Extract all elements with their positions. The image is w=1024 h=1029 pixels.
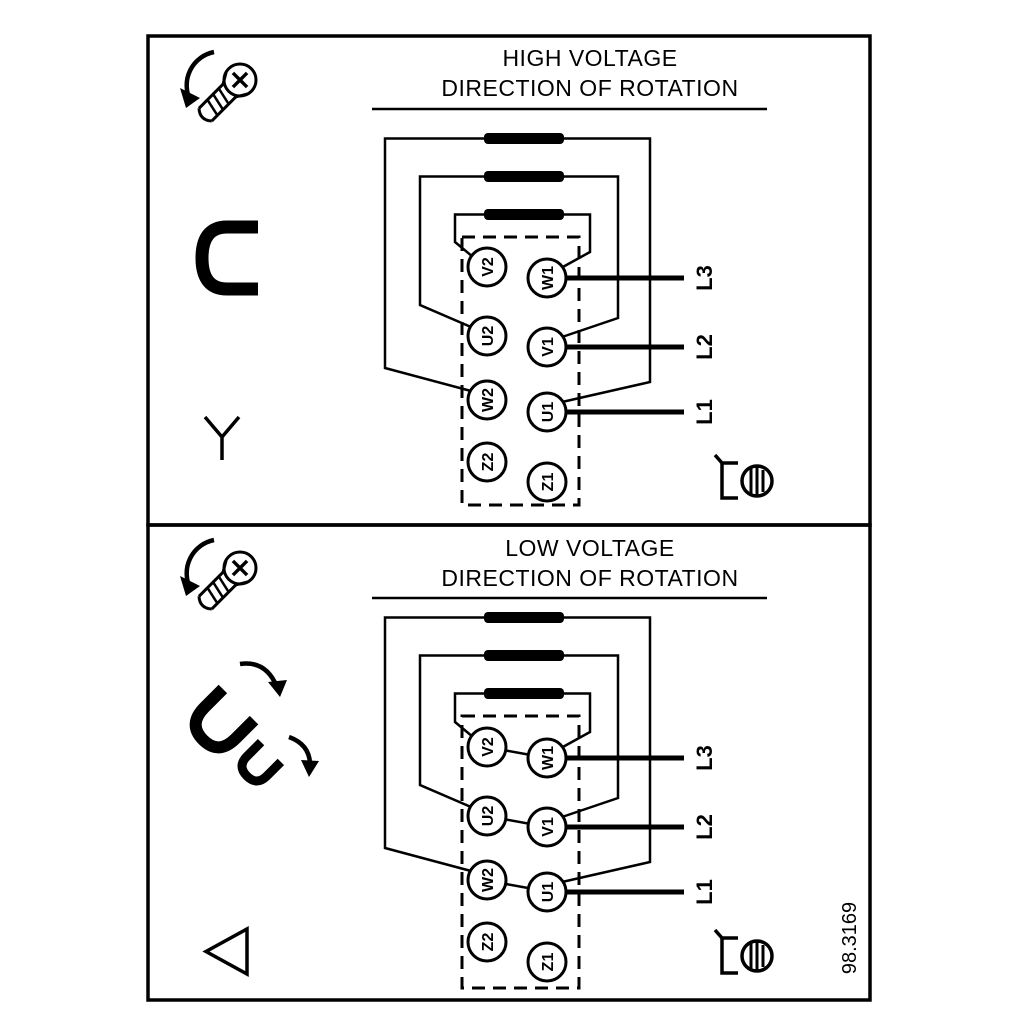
link-bar [484,688,564,699]
link-bar [484,133,564,144]
star-connection-icon [203,415,241,460]
terminal-label: Z1 [540,953,557,972]
arrowhead-icon [268,680,287,697]
link-bar [484,171,564,182]
terminal-label: V2 [480,737,497,757]
terminal-V1: V1 [526,326,568,368]
terminal-W1: W1 [526,737,568,779]
terminal-U1: U1 [526,391,568,433]
delta-links-icon [189,661,319,786]
link-bars [484,612,564,699]
terminal-label: U2 [480,806,497,827]
terminal-link-icon [195,220,258,296]
high-voltage-panel: HIGH VOLTAGE DIRECTION OF ROTATION [146,34,872,527]
terminal-U1: U1 [526,871,568,913]
terminal-U2: U2 [466,795,508,837]
panel-subtitle: DIRECTION OF ROTATION [441,565,738,591]
terminal-Z1: Z1 [526,461,568,503]
supply-label-L2: L2 [692,814,717,840]
arrowhead-icon [301,760,319,777]
terminal-label: W2 [480,388,497,412]
panel-title: LOW VOLTAGE [505,535,675,561]
terminal-block-outline [460,235,581,507]
terminal-label: U2 [480,326,497,347]
supply-label-L1: L1 [692,879,717,905]
terminal-Z1: Z1 [526,941,568,983]
supply-label-L3: L3 [692,745,717,771]
supply-label-L1: L1 [692,399,717,425]
terminal-label: W1 [540,266,557,290]
terminal-label: U1 [540,402,557,423]
arrowhead-icon [180,88,200,108]
terminal-label: U1 [540,882,557,903]
terminal-label: Z2 [480,933,497,952]
terminal-V1: V1 [526,806,568,848]
terminal-V2: V2 [466,726,508,768]
supply-label-L3: L3 [692,265,717,291]
ground-terminal-icon [713,928,774,975]
supply-label-L2: L2 [692,334,717,360]
terminal-label: Z1 [540,473,557,492]
terminal-W1: W1 [526,257,568,299]
terminal-Z2: Z2 [466,441,508,483]
arrowhead-icon [180,576,200,596]
terminal-U2: U2 [466,315,508,357]
terminal-label: V1 [540,817,557,837]
terminal-label: V2 [480,257,497,277]
bridge-wires [383,137,652,404]
terminal-label: W1 [540,746,557,770]
panel-subtitle: DIRECTION OF ROTATION [441,75,738,101]
delta-connection-icon [202,926,249,977]
panel-frame [146,523,872,1002]
link-bar [484,209,564,220]
terminal-V2: V2 [466,246,508,288]
link-bar [484,612,564,623]
terminal-label: Z2 [480,453,497,472]
figure-reference: 98.3169 [839,902,861,974]
supply-lines [566,755,684,895]
screw-rotation-icon [180,49,265,131]
terminal-W2: W2 [466,859,508,901]
terminal-Z2: Z2 [466,921,508,963]
screw-rotation-icon [180,537,265,619]
link-bars [484,133,564,220]
link-bar [484,650,564,661]
low-voltage-panel: LOW VOLTAGE DIRECTION OF ROTATION [146,523,872,1002]
supply-lines [566,275,684,415]
terminal-block-outline [460,714,581,990]
terminal-W2: W2 [466,379,508,421]
panel-title: HIGH VOLTAGE [502,45,677,71]
ground-terminal-icon [713,453,774,500]
terminal-label: V1 [540,337,557,357]
terminal-label: W2 [480,868,497,892]
